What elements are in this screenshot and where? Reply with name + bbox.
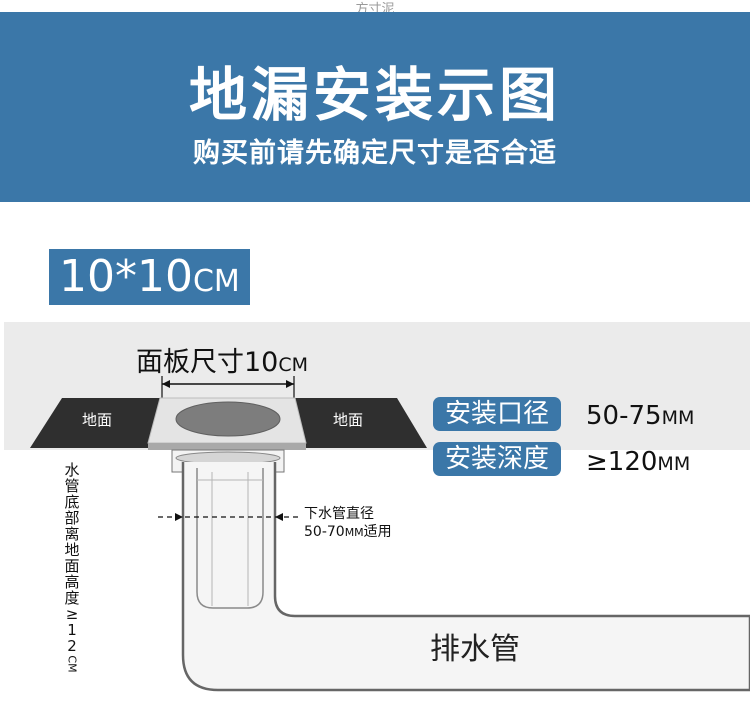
floor-label-right: 地面 [333, 411, 364, 429]
drain-pipe-diameter-label: 下水管直径 50-70MM适用 [304, 505, 392, 542]
note-char: 水 [64, 461, 80, 479]
drain-pipe [181, 462, 750, 692]
panel-size-label: 面板尺寸10CM [136, 345, 308, 383]
drain-panel-edge [148, 443, 306, 450]
note-char: 面 [64, 557, 80, 575]
note-char: 度 [64, 589, 80, 607]
note-char: 2 [67, 637, 77, 655]
note-char: 管 [64, 477, 80, 495]
drain-pipe-range-unit: MM [344, 526, 364, 539]
pipe-diameter-dimension [158, 513, 300, 521]
note-char: 地 [64, 541, 80, 559]
drain-opening [175, 401, 281, 437]
drain-pipe-diameter-range: 50-70MM适用 [304, 523, 392, 542]
spec-label-diameter: 安装口径 [433, 397, 562, 431]
panel-size-text: 面板尺寸10 [136, 347, 279, 378]
pipe-bottom-height-note: 水 管 底 部 离 地 面 高 度 ≥ 1 2 CM [62, 461, 82, 673]
spec-value-depth-unit: MM [657, 453, 691, 475]
drain-core [196, 468, 264, 609]
floor-slab-right [295, 398, 427, 448]
panel-dimension-line [161, 376, 295, 398]
note-char: 高 [64, 573, 80, 591]
spec-value-diameter: 50-75MM [586, 399, 694, 435]
drain-pipe-range-number: 50-70 [304, 524, 345, 540]
size-badge-value: 10*10 [59, 251, 193, 302]
spec-value-diameter-number: 50-75 [586, 401, 662, 431]
size-badge: 10*10CM [49, 249, 250, 305]
note-unit: CM [65, 655, 79, 673]
note-char: 底 [64, 493, 80, 511]
size-badge-unit: CM [192, 264, 240, 299]
panel-size-unit: CM [278, 354, 309, 376]
note-char: 1 [67, 621, 77, 639]
note-char: 部 [64, 509, 80, 527]
floor-slab-left [30, 398, 160, 448]
drain-pipe-diameter-title: 下水管直径 [304, 506, 374, 522]
note-char: 离 [64, 525, 80, 543]
header-banner: 地漏安装示图 购买前请先确定尺寸是否合适 [0, 12, 750, 202]
note-char: ≥ [65, 605, 79, 623]
page-subtitle: 购买前请先确定尺寸是否合适 [193, 138, 557, 169]
spec-label-depth: 安装深度 [433, 442, 562, 476]
spec-value-depth: ≥120MM [586, 445, 690, 481]
page-title: 地漏安装示图 [188, 61, 561, 129]
spec-value-diameter-unit: MM [661, 407, 695, 429]
outlet-pipe-label: 排水管 [430, 632, 520, 667]
floor-label-left: 地面 [82, 411, 113, 429]
spec-value-depth-number: ≥120 [586, 447, 658, 477]
drain-pipe-range-suffix: 适用 [363, 524, 392, 540]
